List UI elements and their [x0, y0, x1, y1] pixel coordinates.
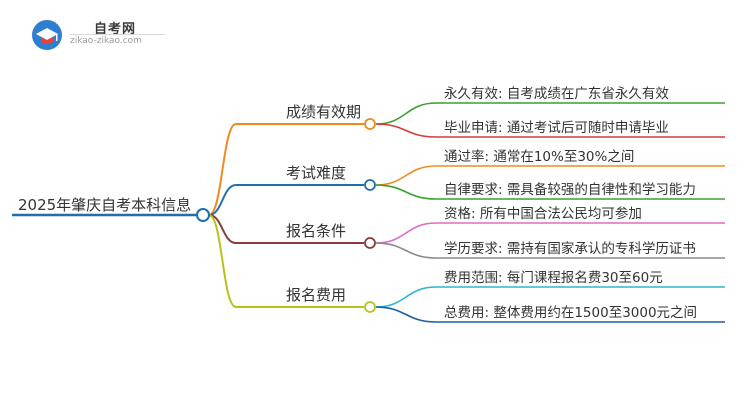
branch-node-3[interactable]: [364, 237, 376, 249]
connector-root-branch-2: [208, 184, 237, 216]
branch-node-4[interactable]: [364, 301, 376, 313]
connector-branch-2-child-2: [375, 184, 437, 200]
connector-branch-4-child-1: [375, 286, 437, 308]
child-label-4-2[interactable]: 总费用: 整体费用约在1500至3000元之间: [444, 305, 697, 321]
root-label[interactable]: 2025年肇庆自考本科信息: [18, 196, 191, 214]
branch-label-4[interactable]: 报名费用: [286, 286, 346, 304]
connector-root-branch-4: [208, 214, 237, 308]
connector-branch-2-child-1: [375, 165, 437, 186]
child-label-1-2[interactable]: 毕业申请: 通过考试后可随时申请毕业: [444, 120, 669, 136]
logo-title: 自考网: [94, 22, 137, 37]
root-node[interactable]: [196, 208, 210, 222]
graduation-cap-logo-icon: [32, 20, 62, 50]
branch-label-3[interactable]: 报名条件: [286, 222, 346, 240]
logo-divider: [70, 34, 165, 35]
connector-branch-1-child-2: [375, 123, 437, 138]
child-label-4-1[interactable]: 费用范围: 每门课程报名费30至60元: [444, 270, 663, 286]
site-logo[interactable]: 自考网 zikao-zikao.com: [30, 14, 165, 54]
connector-branch-1-child-1: [375, 102, 437, 125]
branch-node-2[interactable]: [364, 179, 376, 191]
branch-node-1[interactable]: [364, 118, 376, 130]
child-label-2-2[interactable]: 自律要求: 需具备较强的自律性和学习能力: [444, 181, 696, 198]
branch-label-1[interactable]: 成绩有效期: [286, 103, 361, 121]
child-label-3-1[interactable]: 资格: 所有中国合法公民均可参加: [444, 205, 642, 222]
child-label-1-1[interactable]: 永久有效: 自考成绩在广东省永久有效: [444, 86, 669, 102]
branch-label-2[interactable]: 考试难度: [286, 164, 346, 182]
logo-domain: zikao-zikao.com: [70, 36, 142, 46]
connector-branch-4-child-2: [375, 306, 437, 323]
child-label-2-1[interactable]: 通过率: 通常在10%至30%之间: [444, 148, 634, 165]
connector-branch-3-child-1: [375, 222, 437, 244]
connector-root-branch-1: [208, 123, 237, 216]
child-label-3-2[interactable]: 学历要求: 需持有国家承认的专科学历证书: [444, 240, 696, 257]
connector-branch-3-child-2: [375, 242, 437, 259]
